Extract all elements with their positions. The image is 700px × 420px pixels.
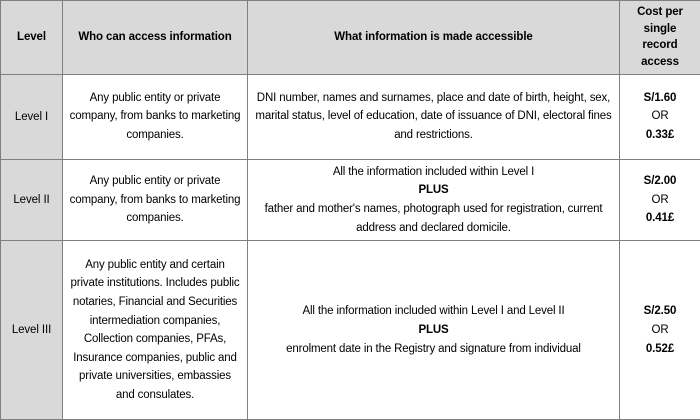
- cost-soles: S/1.60: [626, 89, 694, 108]
- cost-pounds: 0.41£: [626, 209, 694, 228]
- row-level-label: Level I: [1, 74, 63, 159]
- cost-or-separator: OR: [626, 107, 694, 126]
- cost-pounds: 0.33£: [626, 126, 694, 145]
- cost-or-separator: OR: [626, 191, 694, 210]
- column-header-cost: Cost per single record access: [620, 1, 700, 75]
- table-row: Level III Any public entity and certain …: [1, 241, 700, 420]
- cost-soles: S/2.50: [626, 302, 694, 321]
- cost-pounds: 0.52£: [626, 340, 694, 359]
- cost-or-separator: OR: [626, 321, 694, 340]
- cost-soles: S/2.00: [626, 172, 694, 191]
- what-intro-line: All the information included within Leve…: [254, 302, 613, 321]
- row-what-information: All the information included within Leve…: [248, 159, 620, 241]
- what-intro-line: All the information included within Leve…: [254, 163, 613, 182]
- column-header-level: Level: [1, 1, 63, 75]
- table-row: Level I Any public entity or private com…: [1, 74, 700, 159]
- row-who-can-access: Any public entity or private company, fr…: [63, 159, 248, 241]
- what-detail-line: enrolment date in the Registry and signa…: [254, 340, 613, 359]
- what-detail-line: father and mother's names, photograph us…: [254, 200, 613, 237]
- row-what-information: All the information included within Leve…: [248, 241, 620, 420]
- what-plus-label: PLUS: [254, 181, 613, 200]
- cost-header-line-1: Cost per: [626, 4, 694, 21]
- row-level-label: Level III: [1, 241, 63, 420]
- table-row: Level II Any public entity or private co…: [1, 159, 700, 241]
- row-cost: S/1.60 OR 0.33£: [620, 74, 700, 159]
- row-who-can-access: Any public entity or private company, fr…: [63, 74, 248, 159]
- row-who-can-access: Any public entity and certain private in…: [63, 241, 248, 420]
- what-plus-label: PLUS: [254, 321, 613, 340]
- cost-header-line-2: single record: [626, 21, 694, 54]
- cost-header-line-3: access: [626, 54, 694, 71]
- row-cost: S/2.50 OR 0.52£: [620, 241, 700, 420]
- row-what-information: DNI number, names and surnames, place an…: [248, 74, 620, 159]
- row-level-label: Level II: [1, 159, 63, 241]
- row-cost: S/2.00 OR 0.41£: [620, 159, 700, 241]
- column-header-who-can-access: Who can access information: [63, 1, 248, 75]
- column-header-what-information: What information is made accessible: [248, 1, 620, 75]
- table-header-row: Level Who can access information What in…: [1, 1, 700, 75]
